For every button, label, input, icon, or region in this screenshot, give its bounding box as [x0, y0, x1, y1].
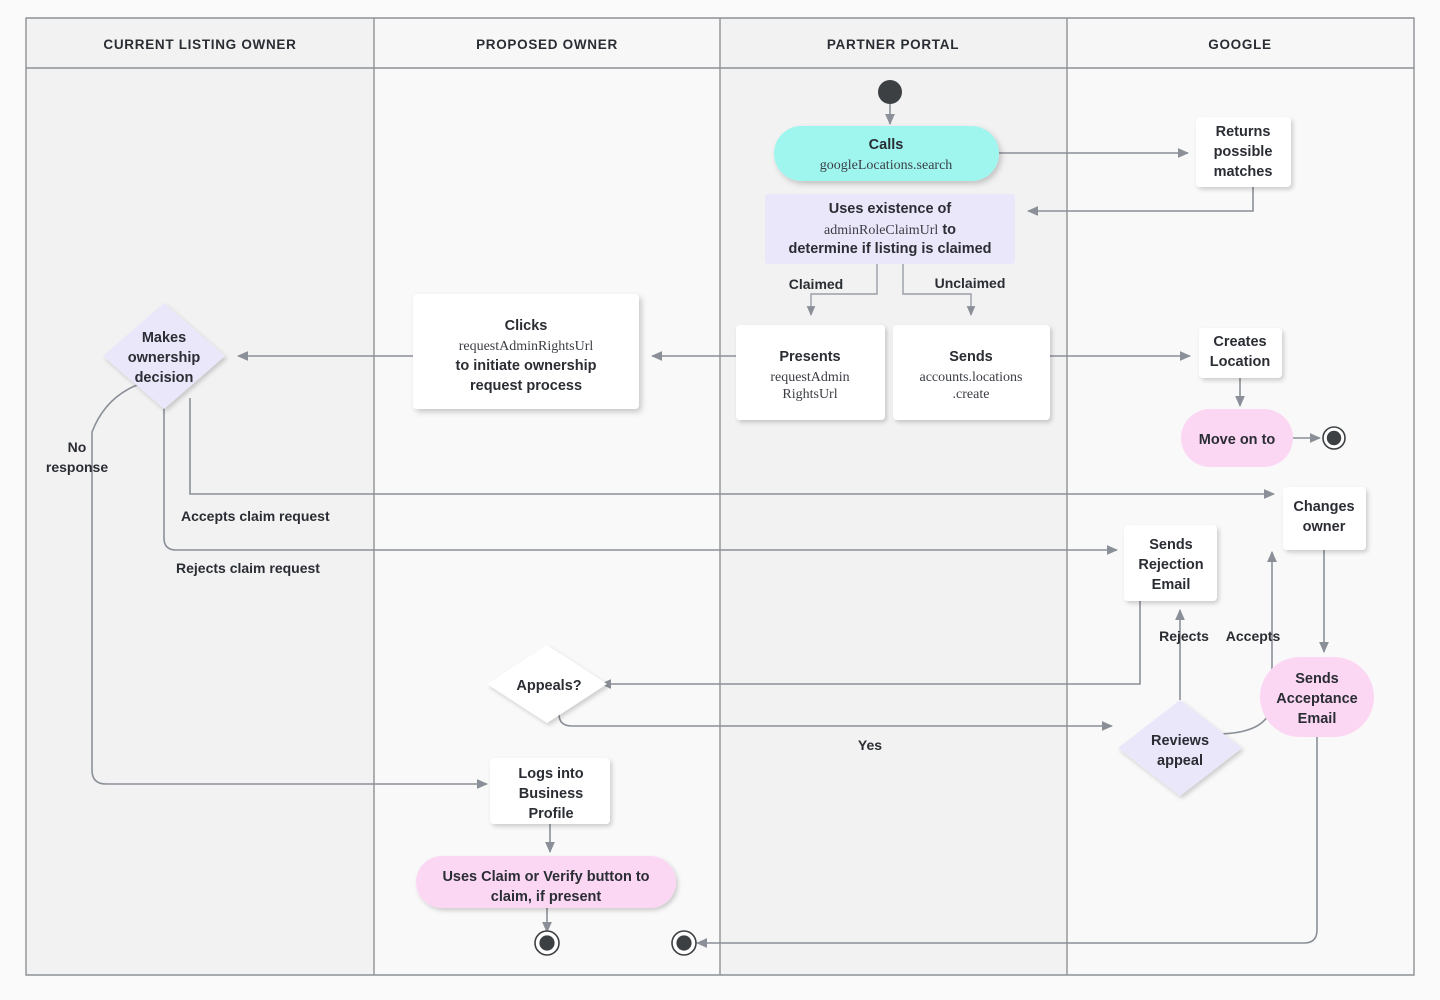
- node-changes-owner-line-2: owner: [1303, 519, 1346, 535]
- lane-title-group: CURRENT LISTING OWNER PROPOSED OWNER PAR…: [103, 37, 1271, 52]
- node-sends-acceptance-email[interactable]: Sends Acceptance Email: [1260, 657, 1374, 737]
- lane-grid-lines: [25, 17, 1415, 976]
- node-presents-line-2: requestAdmin: [770, 370, 849, 385]
- node-uses-existence-line-3: determine if listing is claimed: [788, 241, 991, 257]
- node-claim-verify-line-1: Uses Claim or Verify button to: [442, 869, 649, 885]
- node-returns-line-2: possible: [1214, 144, 1273, 160]
- node-reviews-appeal-line-1: Reviews: [1151, 733, 1209, 749]
- node-rejection-email-line-2: Rejection: [1138, 557, 1203, 573]
- lane-header-google: GOOGLE: [1208, 37, 1271, 52]
- lane-header-proposed-owner: PROPOSED OWNER: [476, 37, 618, 52]
- edges: [91, 103, 1329, 948]
- edge-label-accepts: Accepts: [1226, 628, 1281, 644]
- edge-label-unclaimed: Unclaimed: [935, 275, 1006, 291]
- node-calls-line-1: Calls: [869, 137, 904, 153]
- node-calls-line-2: googleLocations.search: [820, 158, 953, 173]
- node-clicks-line-2: requestAdminRightsUrl: [459, 339, 594, 354]
- edge-appeals-yes-to-reviews: [558, 713, 1114, 731]
- node-makes-ownership-decision[interactable]: Makes ownership decision: [103, 303, 225, 409]
- node-uses-existence-mono-token: adminRoleClaimUrl: [824, 223, 938, 238]
- node-uses-claim-or-verify-button[interactable]: Uses Claim or Verify button to claim, if…: [416, 856, 676, 908]
- node-clicks-line-3: to initiate ownership: [456, 358, 597, 374]
- node-start-terminator[interactable]: [878, 80, 902, 104]
- node-end-terminator-partner-portal[interactable]: [671, 930, 697, 956]
- node-sends-create-line-3: .create: [953, 387, 990, 402]
- node-reviews-appeal[interactable]: Reviews appeal: [1118, 700, 1242, 796]
- edge-accepts-claim-request: [189, 398, 1276, 499]
- node-calls-google-locations-search[interactable]: Calls googleLocations.search: [774, 126, 999, 181]
- node-sends-rejection-email[interactable]: Sends Rejection Email: [1124, 525, 1217, 601]
- node-end-terminator-google[interactable]: [1322, 426, 1346, 450]
- lane-headers: [26, 18, 1414, 68]
- node-appeals[interactable]: Appeals?: [487, 645, 607, 723]
- edge-uses-existence-unclaimed: [902, 264, 976, 316]
- node-logs-in-line-1: Logs into: [518, 766, 583, 782]
- node-returns-line-3: matches: [1214, 164, 1273, 180]
- node-presents-line-1: Presents: [779, 349, 840, 365]
- lane-backgrounds: [26, 68, 1414, 975]
- node-logs-into-business-profile[interactable]: Logs into Business Profile: [490, 758, 610, 824]
- edge-label-no-response-line2: response: [46, 459, 108, 475]
- edge-label-rejects: Rejects: [1159, 628, 1209, 644]
- node-move-on-to-label: Move on to: [1199, 432, 1276, 448]
- edge-acceptance-email-to-end: [695, 737, 1318, 948]
- node-sends-create-line-2: accounts.locations: [919, 370, 1022, 385]
- node-clicks-line-1: Clicks: [505, 318, 548, 334]
- node-makes-decision-line-3: decision: [135, 370, 194, 386]
- node-acceptance-email-line-3: Email: [1298, 711, 1337, 727]
- node-rejection-email-line-1: Sends: [1149, 537, 1193, 553]
- edge-returns-to-uses-existence: [1026, 187, 1254, 216]
- node-sends-accounts-locations-create[interactable]: Sends accounts.locations .create: [893, 325, 1050, 420]
- node-claim-verify-line-2: claim, if present: [491, 889, 602, 905]
- edge-no-response: [91, 384, 489, 789]
- node-clicks-line-4: request process: [470, 378, 582, 394]
- node-sends-create-line-1: Sends: [949, 349, 993, 365]
- node-creates-location[interactable]: Creates Location: [1199, 328, 1282, 378]
- edge-rejection-email-to-appeals: [599, 601, 1141, 689]
- edge-label-accepts-claim-request: Accepts claim request: [181, 508, 330, 524]
- edge-label-yes: Yes: [858, 737, 882, 753]
- edge-label-claimed: Claimed: [789, 276, 843, 292]
- node-creates-location-line-1: Creates: [1213, 334, 1266, 350]
- node-uses-existence-line-1: Uses existence of: [829, 201, 952, 217]
- edge-labels: Claimed Unclaimed No response Accepts cl…: [46, 275, 1281, 753]
- node-reviews-appeal-line-2: appeal: [1157, 753, 1203, 769]
- node-returns-line-1: Returns: [1216, 124, 1271, 140]
- lane-header-partner-portal: PARTNER PORTAL: [827, 37, 959, 52]
- node-creates-location-line-2: Location: [1210, 354, 1270, 370]
- node-presents-request-admin-rights-url[interactable]: Presents requestAdmin RightsUrl: [736, 325, 885, 420]
- node-returns-possible-matches[interactable]: Returns possible matches: [1196, 117, 1291, 187]
- node-acceptance-email-line-1: Sends: [1295, 671, 1339, 687]
- edge-label-rejects-claim-request: Rejects claim request: [176, 560, 320, 576]
- node-appeals-label: Appeals?: [516, 678, 581, 694]
- node-logs-in-line-3: Profile: [528, 806, 573, 822]
- edge-rejects-claim-request: [163, 398, 1119, 555]
- node-changes-owner-line-1: Changes: [1293, 499, 1354, 515]
- node-changes-owner[interactable]: Changes owner: [1283, 487, 1366, 550]
- node-rejection-email-line-3: Email: [1152, 577, 1191, 593]
- node-presents-line-3: RightsUrl: [782, 387, 837, 402]
- edge-uses-existence-claimed: [806, 264, 878, 316]
- node-makes-decision-line-2: ownership: [128, 350, 201, 366]
- node-clicks-request-admin-rights-url[interactable]: Clicks requestAdminRightsUrl to initiate…: [413, 294, 639, 409]
- lane-header-current-listing-owner: CURRENT LISTING OWNER: [103, 37, 296, 52]
- edge-label-no-response-line1: No: [68, 439, 87, 455]
- node-acceptance-email-line-2: Acceptance: [1276, 691, 1357, 707]
- node-makes-decision-line-1: Makes: [142, 330, 186, 346]
- node-logs-in-line-2: Business: [519, 786, 583, 802]
- node-move-on-to[interactable]: Move on to: [1181, 409, 1293, 467]
- node-end-terminator-proposed-owner[interactable]: [534, 930, 560, 956]
